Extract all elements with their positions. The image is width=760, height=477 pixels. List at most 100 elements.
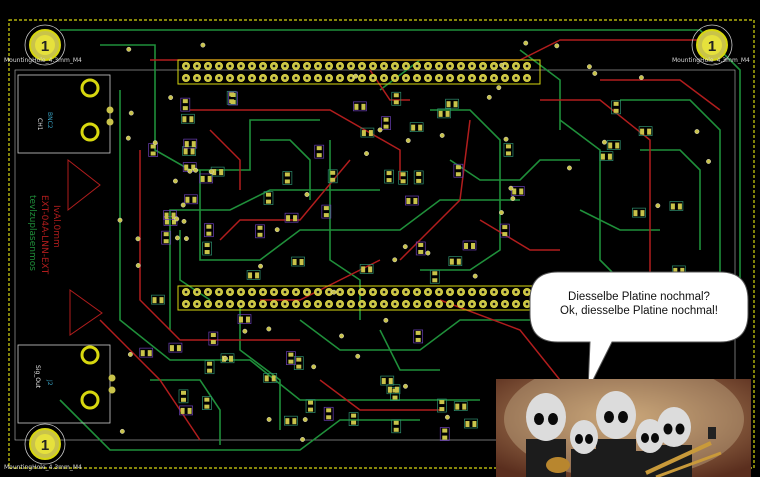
header-pin-hole <box>261 290 265 294</box>
via <box>567 165 572 171</box>
smd-part <box>139 347 154 358</box>
smd-part <box>384 169 394 184</box>
smd-part <box>413 329 424 344</box>
header-pin-hole <box>404 76 408 80</box>
svg-text:1: 1 <box>41 38 49 55</box>
via <box>499 62 505 68</box>
via <box>125 135 131 141</box>
svg-text:1: 1 <box>41 437 49 454</box>
smd-part <box>284 212 299 223</box>
header-pin-hole <box>382 290 386 294</box>
side-silk-text-3: IvAl.0mm <box>51 205 61 248</box>
via <box>554 43 560 49</box>
smd-part <box>184 194 198 205</box>
smd-part <box>183 138 198 149</box>
header-pin-hole <box>437 64 441 68</box>
smd-part <box>323 406 334 421</box>
header-pin-hole <box>272 290 276 294</box>
speech-bubble-text: Diesselbe Platine nochmal? Ok, diesselbe… <box>540 290 738 318</box>
via <box>364 151 369 156</box>
via <box>184 236 189 241</box>
smd-part <box>413 170 424 185</box>
smd-part <box>638 126 653 136</box>
via <box>311 364 317 370</box>
smd-part <box>204 223 214 238</box>
header-pin-hole <box>514 290 518 294</box>
header-pin-hole <box>514 76 518 80</box>
header-pin-hole <box>305 76 309 80</box>
header-pin-hole <box>261 76 265 80</box>
header-pin-hole <box>393 64 397 68</box>
header-pin-hole <box>217 64 221 68</box>
header-pin-hole <box>294 76 298 80</box>
via <box>181 218 187 224</box>
smd-part <box>453 401 468 411</box>
header-pin-hole <box>426 302 430 306</box>
header-pin-hole <box>305 290 309 294</box>
header-pin-hole <box>283 302 287 306</box>
smd-part <box>611 100 621 115</box>
smd-part <box>286 351 296 366</box>
side-silk-text-1: tevlzuplasenmos <box>27 195 37 271</box>
board-inner-outline <box>14 69 736 441</box>
header-pin-hole <box>261 64 265 68</box>
header-pin-hole <box>294 290 298 294</box>
speech-line-2: Ok, diesselbe Platine nochmal! <box>560 305 718 317</box>
via <box>445 414 450 420</box>
via <box>302 417 308 422</box>
smd-part <box>179 405 193 416</box>
smd-part <box>439 427 450 441</box>
smd-part <box>163 210 177 220</box>
header-pin-hole <box>525 290 529 294</box>
header-pin-hole <box>492 302 496 306</box>
header-pin-hole <box>272 76 276 80</box>
header-pin-hole <box>272 64 276 68</box>
bnc-bottom-label: Sig_Out <box>34 365 41 389</box>
smd-part <box>386 384 401 395</box>
header-pin-hole <box>305 302 309 306</box>
smd-part <box>405 195 419 206</box>
header-pin-hole <box>415 290 419 294</box>
header-pin-hole <box>459 76 463 80</box>
header-pin-hole <box>283 290 287 294</box>
header-pin-hole <box>195 64 199 68</box>
header-pin-hole <box>393 302 397 306</box>
header-pin-hole <box>481 302 485 306</box>
header-pin-hole <box>448 76 452 80</box>
bnc-connector-bottom <box>17 344 116 424</box>
top-header-connector <box>177 59 541 85</box>
header-pin-hole <box>316 302 320 306</box>
smd-part <box>606 140 621 150</box>
header-pin-hole <box>250 302 254 306</box>
header-pin-hole <box>217 302 221 306</box>
header-pin-hole <box>327 76 331 80</box>
smd-part <box>353 101 367 112</box>
header-pin-hole <box>239 290 243 294</box>
header-pin-hole <box>525 76 529 80</box>
smd-part <box>255 224 265 239</box>
smd-part <box>464 418 478 429</box>
via <box>208 169 214 175</box>
via <box>223 355 228 361</box>
via <box>694 129 700 134</box>
smd-part <box>180 97 191 112</box>
via <box>592 71 598 76</box>
header-pin-hole <box>294 302 298 306</box>
via <box>496 85 502 91</box>
via <box>266 326 272 332</box>
header-pin-hole <box>228 64 232 68</box>
bnc-bottom-ref: J2 <box>46 379 53 386</box>
header-pin-hole <box>360 302 364 306</box>
smd-part <box>168 342 183 353</box>
smd-part <box>181 113 195 124</box>
via <box>503 136 509 142</box>
header-pin-hole <box>459 64 463 68</box>
via <box>128 110 134 116</box>
header-pin-hole <box>184 64 188 68</box>
board-edge <box>8 19 755 469</box>
via <box>152 140 158 146</box>
header-pin-hole <box>206 302 210 306</box>
smd-part <box>282 171 293 185</box>
via <box>168 95 174 100</box>
